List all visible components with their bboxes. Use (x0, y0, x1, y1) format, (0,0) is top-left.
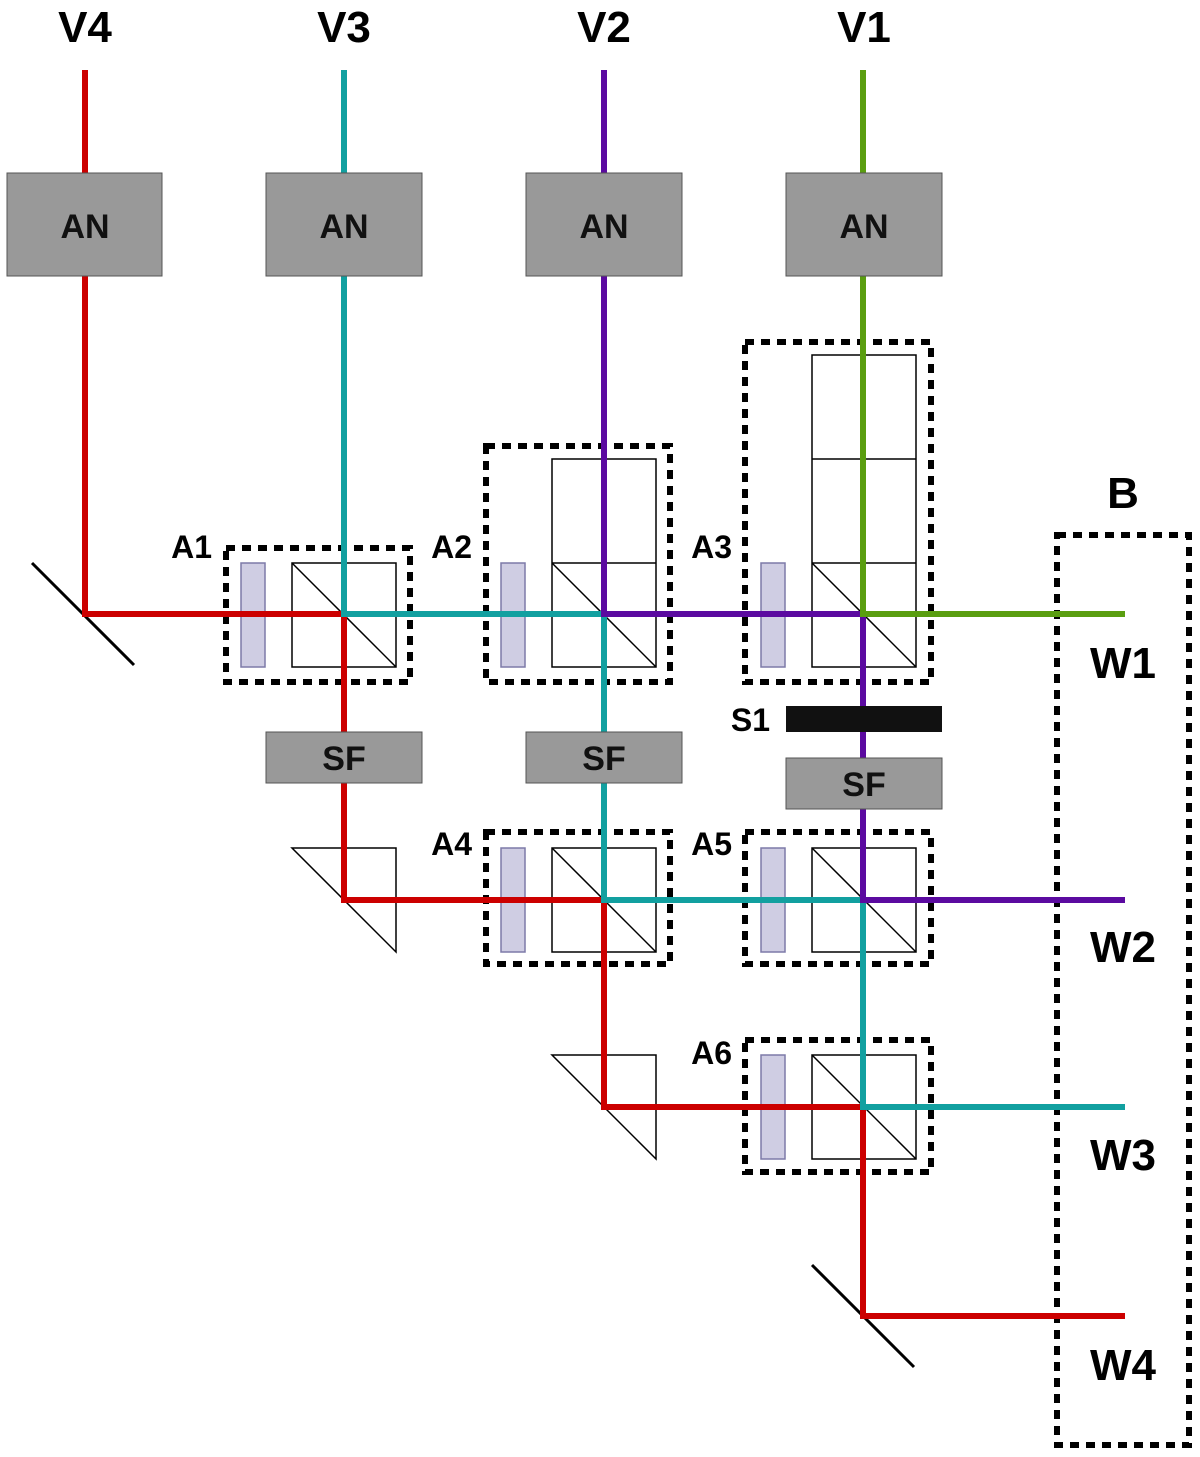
sf-label-1: SF (322, 740, 365, 778)
stage-label-a3: A3 (691, 529, 732, 565)
an-label-v3: AN (319, 208, 368, 246)
sf-label-2: SF (582, 740, 625, 778)
stage-label-a2: A2 (431, 529, 472, 565)
sf-box-3 (785, 757, 943, 810)
output-label-w4: W4 (1090, 1341, 1157, 1390)
stage-label-a4: A4 (431, 826, 472, 862)
an-box-v1 (785, 172, 943, 277)
input-label-v4: V4 (58, 3, 112, 52)
an-boxes (6, 172, 943, 277)
stage-label-a1: A1 (171, 529, 212, 565)
sf-label-3: SF (842, 766, 885, 804)
output-label-w2: W2 (1090, 923, 1156, 972)
stage-box-a3 (742, 339, 934, 685)
an-label-v1: AN (839, 208, 888, 246)
stage-box-a2 (483, 443, 673, 685)
an-box-v3 (265, 172, 423, 277)
stage-label-a6: A6 (691, 1035, 732, 1071)
output-group-box (1054, 532, 1192, 1448)
sf-boxes (265, 731, 943, 810)
input-label-v2: V2 (577, 3, 631, 52)
stage-boxes (223, 339, 1192, 1448)
input-labels: V4 V3 V2 V1 (58, 3, 891, 52)
stage-label-a5: A5 (691, 826, 732, 862)
sf-box-2 (525, 731, 683, 784)
beam-v1 (860, 70, 1125, 617)
box-labels: AN AN AN AN SF SF SF (60, 208, 888, 804)
stop-label-s1: S1 (731, 702, 770, 738)
an-label-v4: AN (60, 208, 109, 246)
output-labels: B W1 W2 W3 W4 (1090, 469, 1157, 1390)
input-label-v1: V1 (837, 3, 891, 52)
stage-labels: A1 A2 A3 A4 A5 A6 S1 (171, 529, 770, 1071)
stop-s1 (786, 706, 942, 732)
input-label-v3: V3 (317, 3, 371, 52)
an-box-v4 (6, 172, 163, 277)
beam-v3 (341, 70, 1125, 1110)
an-box-v2 (525, 172, 683, 277)
output-label-w3: W3 (1090, 1131, 1156, 1180)
output-group-label-b: B (1107, 469, 1139, 518)
sf-box-1 (265, 731, 423, 784)
output-label-w1: W1 (1090, 639, 1156, 688)
an-label-v2: AN (579, 208, 628, 246)
